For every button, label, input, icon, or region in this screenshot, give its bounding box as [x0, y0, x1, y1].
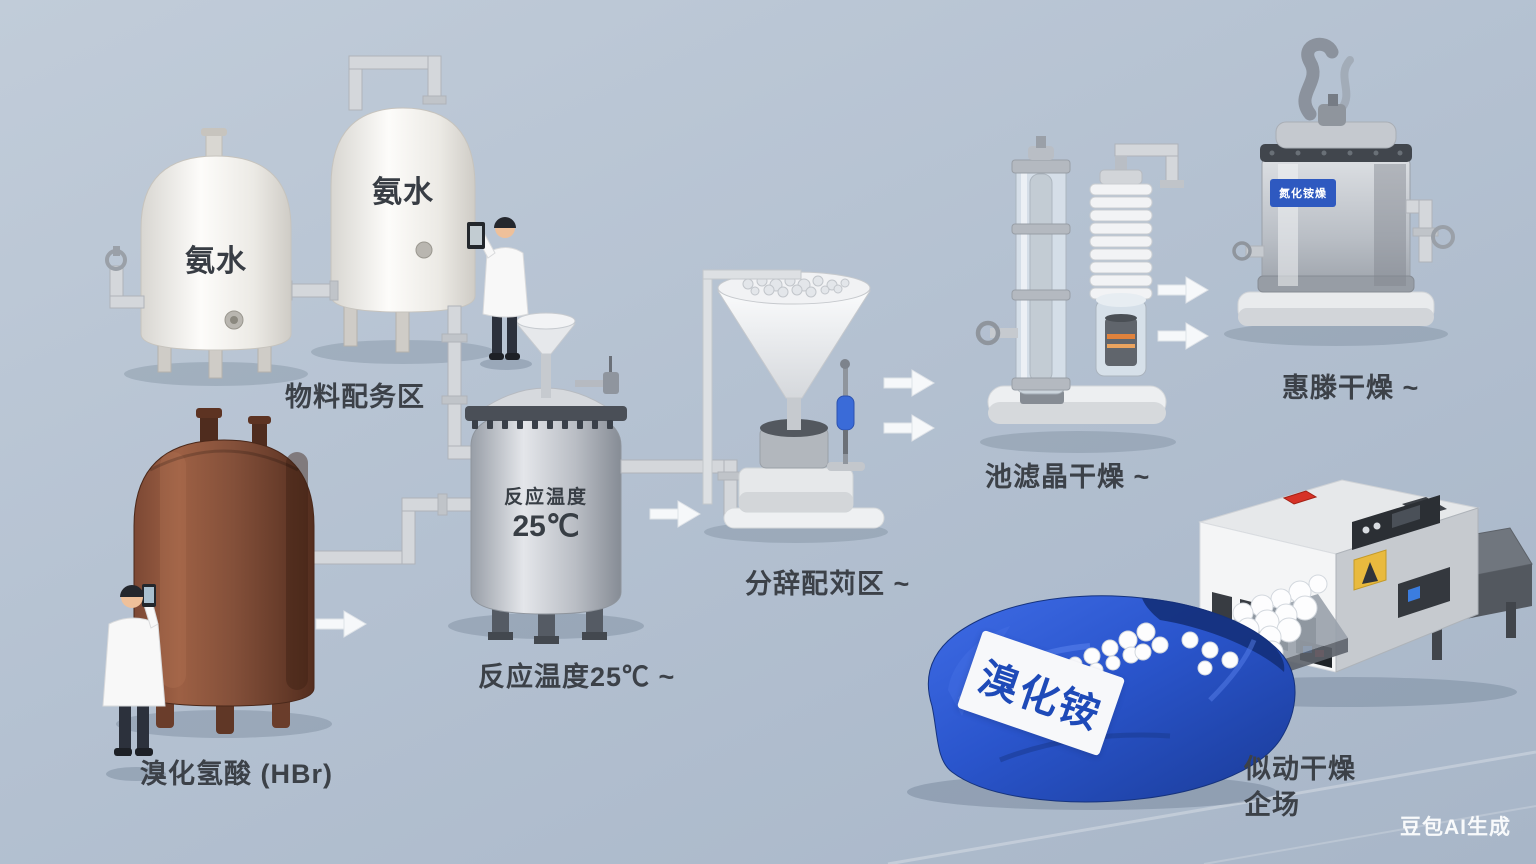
- red-button: [1282, 490, 1318, 505]
- floor-lines: [887, 750, 1536, 864]
- reactor-body-text: 反应温度 25℃: [486, 482, 606, 544]
- ammonia-tank-2-label: 氨水: [372, 176, 434, 209]
- reactor-top-funnel: [515, 312, 619, 398]
- crystallizer-caption: 池滤晶干燥 ~: [985, 462, 1151, 492]
- funnel-crystals: [742, 275, 850, 298]
- materials-area-caption: 物料配务区: [285, 382, 425, 412]
- hbr-tank: [116, 408, 332, 738]
- dosing-probe: [827, 359, 865, 471]
- ribbed-column: [1089, 143, 1184, 377]
- flange-bolts: [472, 420, 613, 429]
- separation-caption: 分辞配苅区 ~: [745, 569, 911, 599]
- flow-arrow: [883, 369, 935, 397]
- dryer-tag: 氮化铵燥: [1270, 179, 1336, 207]
- tank-valve: [105, 246, 145, 309]
- flow-arrow: [1157, 276, 1209, 304]
- dryer-pipes: [1232, 199, 1455, 263]
- bag-spill-crystals: [1067, 622, 1239, 683]
- packaging-caption-line1: 似动干燥: [1244, 754, 1356, 784]
- ammonia-tank-1: [105, 128, 308, 386]
- reactor-vessel: [448, 312, 644, 644]
- technician-2: [102, 584, 166, 781]
- dryer-vessel: [1224, 37, 1455, 346]
- glass-column: [975, 136, 1071, 404]
- reactor-temp-value: 25℃: [512, 510, 580, 543]
- ammonia-tank-1-label: 氨水: [185, 245, 247, 278]
- ai-watermark: 豆包AI生成: [1400, 816, 1511, 839]
- crystallizer-station: [975, 136, 1184, 453]
- separator-unit: [702, 269, 888, 543]
- tank-connector-pipe: [283, 280, 339, 301]
- steam-wisp: [1298, 37, 1339, 121]
- tank-top-pipes: [348, 55, 447, 111]
- packaging-caption-line2: 企场: [1244, 790, 1300, 820]
- technician-1: [467, 217, 532, 370]
- reactor-caption: 反应温度25℃ ~: [478, 662, 676, 692]
- flow-arrow: [883, 414, 935, 442]
- reactor-temp-title: 反应温度: [503, 487, 588, 508]
- hbr-tank-caption: 溴化氢酸 (HBr): [140, 759, 333, 789]
- flow-arrow: [315, 610, 367, 638]
- flow-arrow: [649, 500, 701, 528]
- flow-arrow: [1157, 322, 1209, 350]
- dryer-caption: 惠滕干燥 ~: [1282, 373, 1420, 403]
